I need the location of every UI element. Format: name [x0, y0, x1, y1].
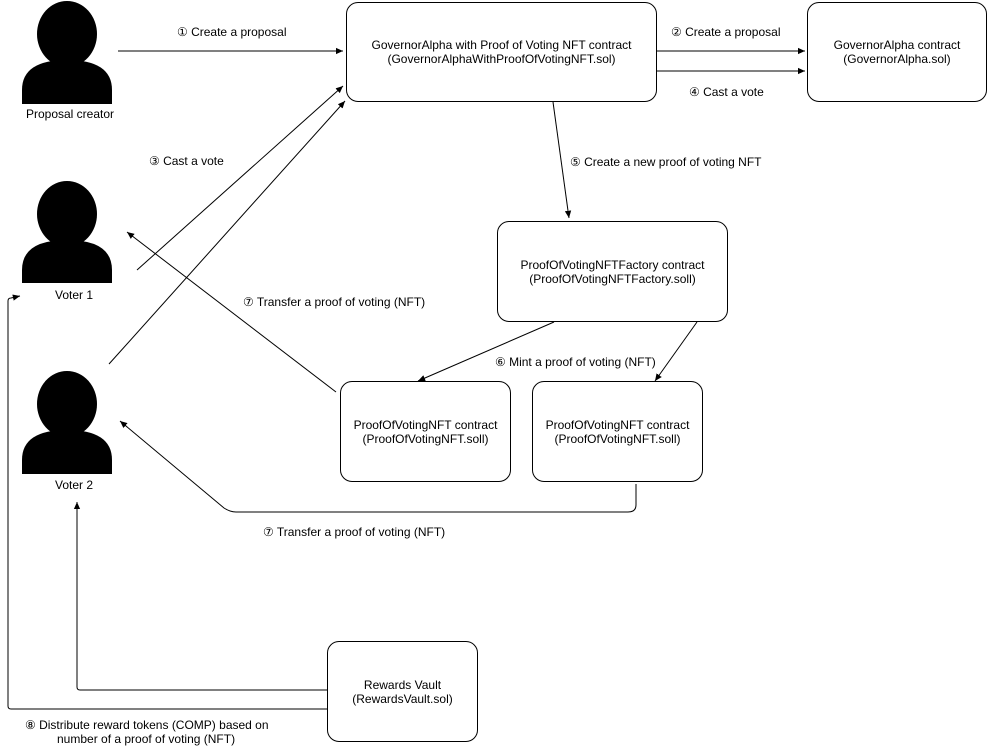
proposal-creator-label: Proposal creator — [25, 107, 115, 121]
governor-alpha-pov-file: (GovernorAlphaWithProofOfVotingNFT.sol) — [387, 52, 616, 66]
step5-label: ⑤ Create a new proof of voting NFT — [570, 155, 762, 169]
step7a-label: ⑦ Transfer a proof of voting (NFT) — [243, 295, 426, 309]
voter2-label: Voter 2 — [54, 478, 94, 492]
rewards-vault-title: Rewards Vault — [363, 677, 442, 692]
arrow-step5 — [552, 101, 572, 219]
nft-right-title: ProofOfVotingNFT contract — [545, 417, 690, 432]
governor-alpha-pov-box: GovernorAlpha with Proof of Voting NFT c… — [346, 2, 657, 102]
governor-alpha-pov-title: GovernorAlpha with Proof of Voting NFT c… — [371, 38, 632, 52]
step6-label: ⑥ Mint a proof of voting (NFT) — [495, 355, 656, 369]
nft-right-box: ProofOfVotingNFT contract (ProofOfVoting… — [532, 381, 703, 482]
arrow-step8-voter2 — [73, 502, 328, 691]
nft-left-file: (ProofOfVotingNFT.soll) — [362, 431, 489, 446]
step7b-label: ⑦ Transfer a proof of voting (NFT) — [263, 525, 446, 539]
arrow-step6-right — [654, 321, 698, 382]
factory-file: (ProofOfVotingNFTFactory.soll) — [529, 271, 696, 286]
governor-alpha-file: (GovernorAlpha.sol) — [843, 52, 951, 66]
arrow-step3-voter1 — [136, 85, 344, 271]
step8-label-line1: ⑧ Distribute reward tokens (COMP) based … — [25, 718, 269, 732]
connectors — [7, 47, 805, 710]
nft-left-title: ProofOfVotingNFT contract — [353, 417, 498, 432]
rewards-vault-box: Rewards Vault (RewardsVault.sol) — [327, 641, 478, 742]
nft-left-box: ProofOfVotingNFT contract (ProofOfVoting… — [340, 381, 511, 482]
step1-label: ① Create a proposal — [177, 25, 287, 39]
voter1-icon — [22, 181, 112, 283]
arrow-step6-left — [417, 321, 555, 382]
arrow-step8-voter1 — [7, 294, 328, 710]
voter1-label: Voter 1 — [54, 288, 94, 302]
factory-box: ProofOfVotingNFTFactory contract (ProofO… — [497, 221, 728, 322]
proposal-creator-icon — [22, 1, 112, 104]
factory-title: ProofOfVotingNFTFactory contract — [520, 257, 705, 272]
voter2-icon — [22, 371, 112, 474]
step4-label: ④ Cast a vote — [689, 85, 764, 99]
nft-right-file: (ProofOfVotingNFT.soll) — [554, 431, 681, 446]
step2-label: ② Create a proposal — [671, 25, 781, 39]
arrow-step7-voter2 — [119, 420, 637, 513]
arrow-step7-voter1 — [126, 231, 337, 393]
arrow-step3-voter2 — [108, 100, 346, 365]
governor-alpha-title: GovernorAlpha contract — [833, 38, 961, 52]
step8-label-line2: number of a proof of voting (NFT) — [57, 732, 236, 746]
governor-alpha-box: GovernorAlpha contract (GovernorAlpha.so… — [807, 2, 987, 102]
step3-label: ③ Cast a vote — [149, 154, 224, 168]
rewards-vault-file: (RewardsVault.sol) — [352, 691, 453, 706]
